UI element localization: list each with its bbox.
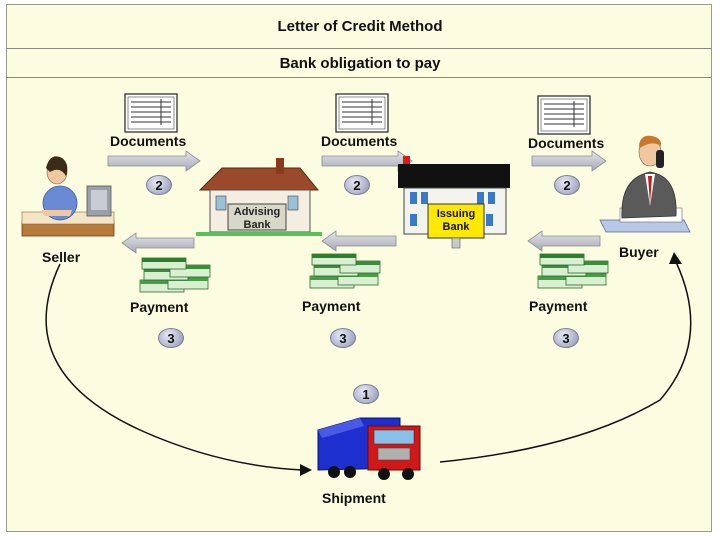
step-badge-3: 3 <box>330 328 356 348</box>
diagram-title: Letter of Credit Method <box>277 18 443 35</box>
issuing-bank-line2: Bank <box>442 221 470 233</box>
seller-label: Seller <box>42 249 81 265</box>
payment-label: Payment <box>529 298 588 314</box>
header-divider <box>6 77 712 78</box>
buyer-label: Buyer <box>619 244 659 260</box>
advising-bank-line2: Bank <box>243 219 271 231</box>
step-badge-3: 3 <box>158 328 184 348</box>
step-badge-2: 2 <box>344 175 370 195</box>
documents-label: Documents <box>110 133 187 149</box>
documents-arrow-seller-to-advising <box>107 150 201 172</box>
issuing-bank-sign: Issuing Bank <box>428 208 484 234</box>
document-icon <box>335 93 389 133</box>
issuing-bank-building-icon <box>398 156 510 249</box>
money-stack-icon <box>139 257 211 293</box>
buyer-person-on-phone-icon <box>599 135 691 233</box>
documents-arrow-issuing-to-buyer <box>531 150 607 172</box>
payment-arrow-buyer-to-issuing <box>527 230 601 252</box>
step-badge-1: 1 <box>353 384 379 404</box>
step-badge-3: 3 <box>553 328 579 348</box>
documents-label: Documents <box>528 135 605 151</box>
advising-bank-sign: Advising Bank <box>228 206 286 232</box>
header-divider <box>6 48 712 49</box>
document-icon <box>537 95 591 135</box>
step-badge-2: 2 <box>146 175 172 195</box>
shipment-arrow-to-buyer <box>439 261 692 463</box>
issuing-bank-line1: Issuing <box>436 208 476 220</box>
document-icon <box>124 93 178 133</box>
payment-arrow-issuing-to-advising <box>321 230 397 252</box>
truck-icon <box>317 417 421 480</box>
step-badge-2: 2 <box>554 175 580 195</box>
payment-arrow-advising-to-seller <box>121 232 195 254</box>
documents-label: Documents <box>321 133 398 149</box>
arrowhead <box>300 464 312 476</box>
arrowhead <box>669 252 682 264</box>
seller-person-at-desk-icon <box>21 156 115 237</box>
shipment-label: Shipment <box>322 490 386 506</box>
advising-bank-building-icon <box>196 158 322 236</box>
shipment-arrow-from-seller <box>45 263 303 471</box>
advising-bank-line1: Advising <box>233 206 281 218</box>
money-stack-icon <box>309 253 381 289</box>
diagram-subtitle: Bank obligation to pay <box>279 55 441 72</box>
money-stack-icon <box>537 253 609 289</box>
payment-label: Payment <box>302 298 361 314</box>
payment-label: Payment <box>130 299 189 315</box>
